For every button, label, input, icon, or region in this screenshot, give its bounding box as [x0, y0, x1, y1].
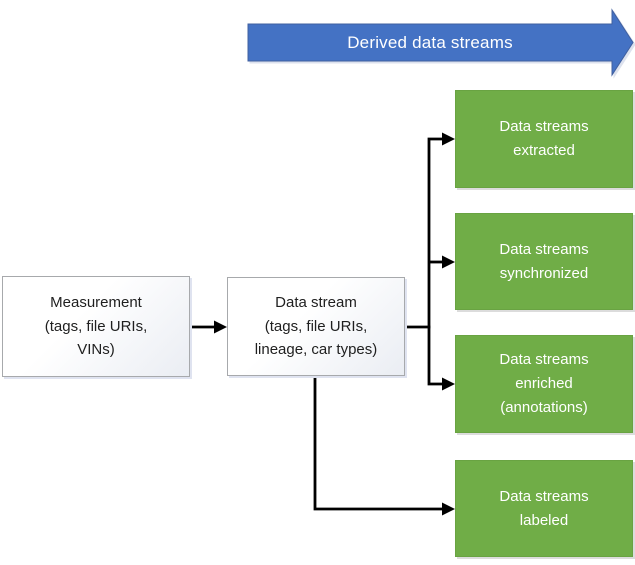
derived-enriched-line-3: (annotations): [500, 398, 588, 416]
derived-synchronized-line-1: Data streams: [499, 240, 589, 258]
banner-label: Derived data streams: [347, 32, 513, 52]
data-stream-line-3: lineage, car types): [254, 341, 378, 359]
arrowhead-icon: [442, 255, 455, 269]
measurement-line-2: (tags, file URIs,: [44, 317, 148, 335]
derived-synchronized-line-2: synchronized: [499, 264, 589, 282]
derived-labeled-line-2: labeled: [519, 511, 569, 529]
data-stream-line-2: (tags, file URIs,: [264, 317, 368, 335]
derived-extracted-line-2: extracted: [513, 142, 575, 159]
derived-enriched-line-1: Data streams: [499, 351, 589, 369]
arrowhead-icon: [214, 320, 227, 334]
derived-node-extracted: Data streams extracted: [455, 90, 633, 188]
derived-extracted-line-1: Data streams: [499, 118, 589, 136]
measurement-line-3: VINs): [77, 341, 115, 359]
derived-enriched-line-2: enriched: [515, 375, 573, 393]
data-stream-node: Data stream (tags, file URIs, lineage, c…: [227, 277, 405, 376]
arrowhead-icon: [442, 502, 455, 516]
data-stream-line-1: Data stream: [275, 293, 357, 311]
derived-node-labeled: Data streams labeled: [455, 460, 633, 557]
arrowhead-icon: [442, 377, 455, 391]
connector-trunk: [427, 137, 443, 386]
derived-labeled-line-1: Data streams: [499, 487, 589, 505]
arrowhead-icon: [442, 132, 455, 146]
measurement-line-1: Measurement: [50, 293, 142, 311]
derived-node-synchronized: Data streams synchronized: [455, 213, 633, 310]
connector-datastream-to-labeled: [313, 376, 443, 511]
measurement-node: Measurement (tags, file URIs, VINs): [2, 276, 190, 377]
derived-node-enriched: Data streams enriched (annotations): [455, 335, 633, 433]
